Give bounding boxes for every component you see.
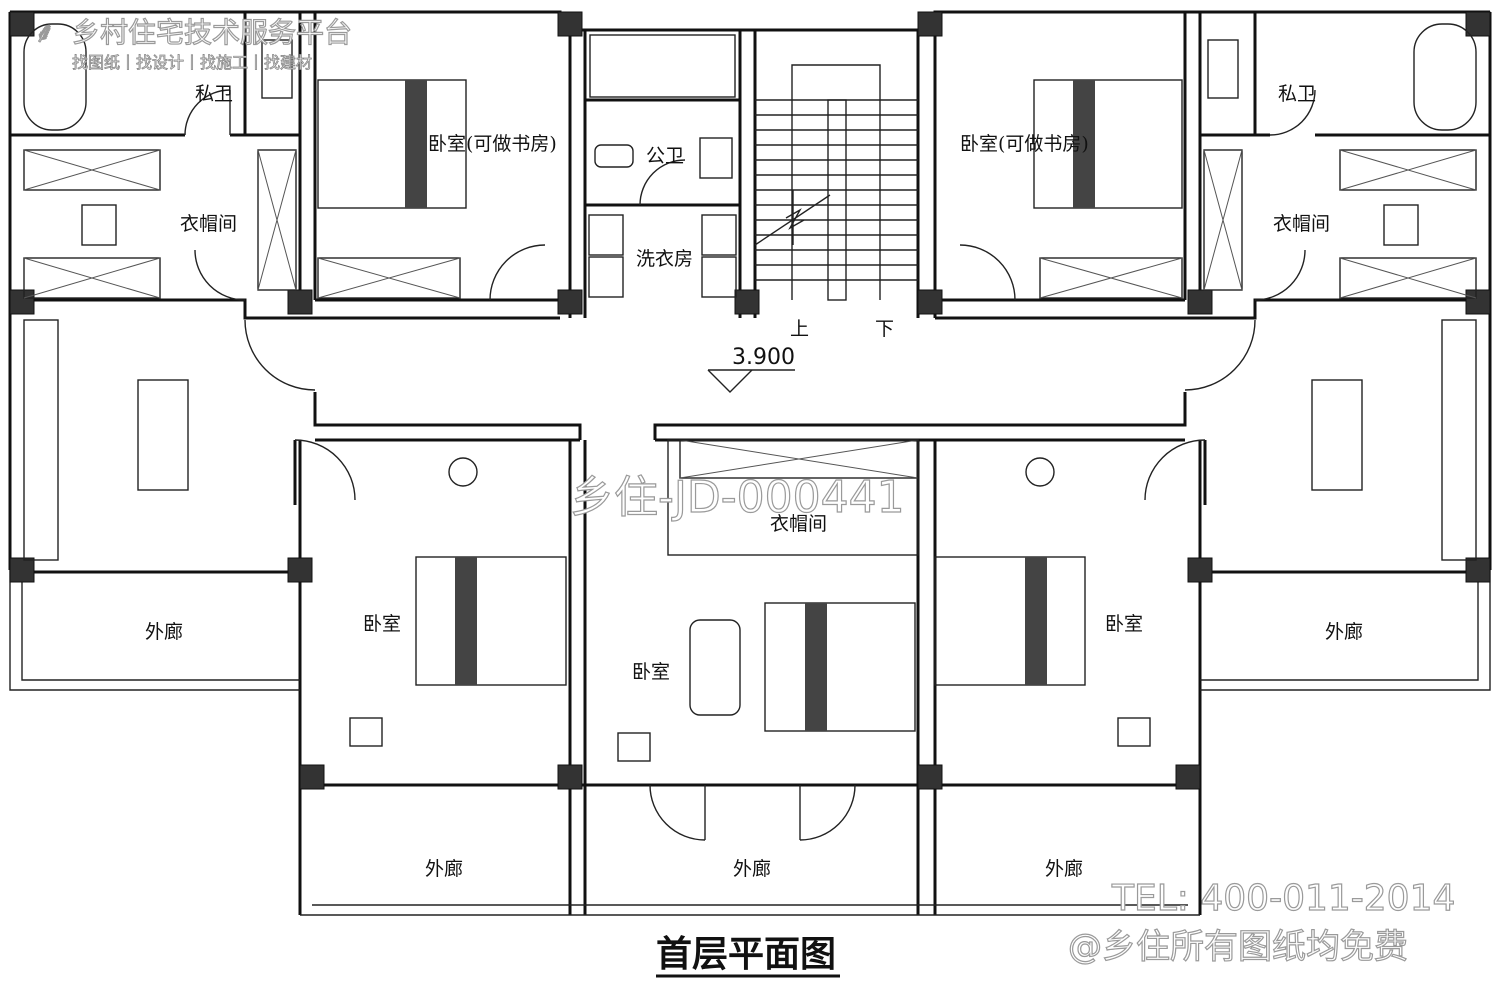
- watermark-phone: TEL: 400-011-2014: [1111, 878, 1455, 919]
- label-bedroom-left: 卧室: [363, 613, 401, 635]
- watermark-brand: ⸙ 乡村住宅技术服务平台 找图纸丨找设计丨找施工丨找建材: [33, 15, 352, 72]
- label-private-bath-left: 私卫: [195, 83, 233, 105]
- label-bedroom-right: 卧室: [1105, 613, 1143, 635]
- door-swings: [184, 89, 1316, 841]
- label-private-bath-right: 私卫: [1278, 83, 1316, 105]
- room-labels: 私卫 私卫 卧室(可做书房) 卧室(可做书房) 公卫 洗衣房 衣帽间 衣帽间 衣…: [145, 83, 1363, 880]
- watermark-brand-text: 乡村住宅技术服务平台: [72, 16, 352, 49]
- label-corridor-right: 外廊: [1325, 621, 1363, 643]
- watermark-logo-icon: ⸙: [34, 16, 55, 49]
- stair-up-label: 上: [790, 318, 809, 340]
- label-corridor-bottom-right: 外廊: [1045, 858, 1083, 880]
- level-marks: 上 下 3.900: [707, 318, 894, 393]
- label-corridor-bottom-left: 外廊: [425, 858, 463, 880]
- drawing-title: 首层平面图: [656, 933, 836, 975]
- label-closet-left: 衣帽间: [180, 213, 237, 235]
- elevation-label: 3.900: [732, 345, 795, 370]
- label-corridor-left: 外廊: [145, 621, 183, 643]
- interior-walls-top: [10, 12, 1490, 318]
- label-laundry: 洗衣房: [636, 248, 693, 270]
- label-corridor-bottom-center: 外廊: [733, 858, 771, 880]
- structural-columns: [9, 11, 1491, 790]
- staircase: [754, 64, 918, 301]
- watermark-free-note: @乡住所有图纸均免费: [1068, 927, 1408, 967]
- elevation-triangle-icon: [707, 369, 753, 393]
- label-bedroom-study-left: 卧室(可做书房): [428, 133, 557, 155]
- label-bedroom-center: 卧室: [632, 661, 670, 683]
- watermark-brand-sub: 找图纸丨找设计丨找施工丨找建材: [72, 53, 312, 72]
- outer-walls: [8, 10, 1492, 916]
- label-closet-center: 衣帽间: [770, 513, 827, 535]
- label-bedroom-study-right: 卧室(可做书房): [960, 133, 1089, 155]
- stair-down-label: 下: [875, 318, 894, 340]
- furniture: [23, 23, 1477, 762]
- label-public-bath: 公卫: [646, 145, 684, 167]
- watermark-drawing-id: 乡住-JD-000441: [570, 472, 905, 523]
- label-closet-right: 衣帽间: [1273, 213, 1330, 235]
